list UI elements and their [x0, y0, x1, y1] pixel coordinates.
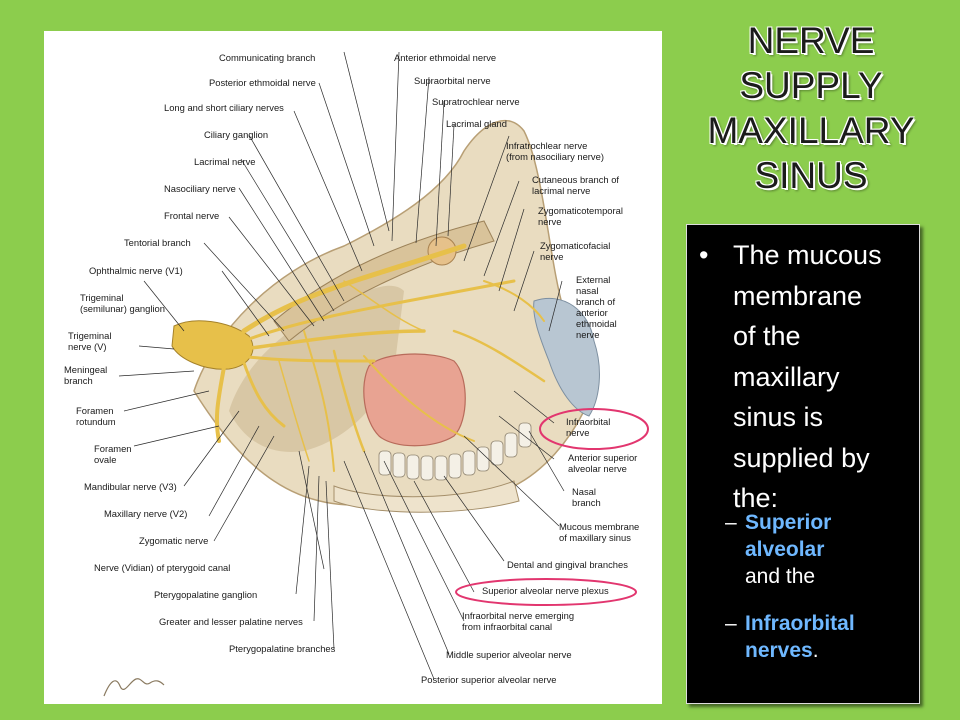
sub-item-superior-alveolar: – Superior alveolar and the — [725, 509, 917, 590]
label-anterior-superior: Anterior superior — [568, 452, 637, 463]
label-rotundum: rotundum — [76, 416, 116, 427]
leader-lines — [118, 51, 565, 680]
label-anterior: anterior — [576, 307, 608, 318]
label-nasal-2: Nasal — [572, 486, 596, 497]
labels-right: Infratrochlear nerve (from nasociliary n… — [421, 140, 639, 685]
label-trigeminal: Trigeminal — [80, 292, 123, 303]
label-mucous-membrane: Mucous membrane — [559, 521, 639, 532]
bullet-line: The mucous — [733, 240, 882, 270]
label-posterior-ethmoidal-nerve: Posterior ethmoidal nerve — [209, 77, 316, 88]
infraorbital-nerve-circle — [539, 408, 649, 450]
label-nerve-v: nerve (V) — [68, 341, 107, 352]
label-ciliary-nerves: Long and short ciliary nerves — [164, 102, 284, 113]
nerve-fibers — [214, 243, 546, 472]
label-from-infraorbital-canal: from infraorbital canal — [462, 621, 552, 632]
label-middle-superior-alveolar: Middle superior alveolar nerve — [446, 649, 572, 660]
sub-item-infraorbital: – Infraorbital nerves. — [725, 610, 917, 664]
highlight-line: Infraorbital — [745, 612, 855, 635]
skull-shading — [229, 285, 404, 452]
bullet-line: supplied by — [733, 442, 870, 473]
label-of-maxillary-sinus: of maxillary sinus — [559, 532, 631, 543]
label-nerve-ext: nerve — [576, 329, 599, 340]
label-cutaneous-branch: Cutaneous branch of — [532, 174, 619, 185]
label-infraorbital-emerging: Infraorbital nerve emerging — [462, 610, 574, 621]
artist-signature — [103, 678, 165, 697]
slide-title: NERVE SUPPLY MAXILLARY SINUS — [680, 18, 942, 198]
label-nasociliary-nerve: Nasociliary nerve — [164, 183, 236, 194]
label-frontal-nerve: Frontal nerve — [164, 210, 219, 221]
label-maxillary-nerve: Maxillary nerve (V2) — [104, 508, 187, 519]
bullet-line: maxillary — [733, 361, 840, 392]
main-bullet: • The mucous membrane of the maxillary s… — [699, 235, 914, 519]
label-palatine-nerves: Greater and lesser palatine nerves — [159, 616, 303, 627]
highlight-line: nerves — [745, 639, 813, 662]
superior-alveolar-plexus-circle — [455, 578, 637, 606]
label-branch-2: branch — [572, 497, 601, 508]
label-nasal: nasal — [576, 285, 598, 296]
label-trigeminal-2: Trigeminal — [68, 330, 111, 341]
label-zygomatic-nerve: Zygomatic nerve — [139, 535, 208, 546]
label-ciliary-ganglion: Ciliary ganglion — [204, 129, 268, 140]
label-anterior-ethmoidal-nerve: Anterior ethmoidal nerve — [394, 52, 496, 63]
label-branch: branch — [64, 375, 93, 386]
label-pterygopalatine-ganglion: Pterygopalatine ganglion — [154, 589, 257, 600]
label-superior-alveolar-plexus: Superior alveolar nerve plexus — [482, 585, 609, 596]
label-lacrimal-nerve: Lacrimal nerve — [194, 156, 255, 167]
label-ethmoidal: ethmoidal — [576, 318, 617, 329]
bullet-line: sinus is — [733, 402, 824, 432]
label-zygomaticotemporal: Zygomaticotemporal — [538, 205, 623, 216]
label-branch-of: branch of — [576, 296, 615, 307]
label-lacrimal-gland: Lacrimal gland — [446, 118, 507, 129]
title-line: SUPPLY — [739, 65, 883, 106]
label-semilunar-ganglion: (semilunar) ganglion — [80, 303, 165, 314]
label-nerve-zt: nerve — [538, 216, 561, 227]
label-supratrochlear-nerve: Supratrochlear nerve — [432, 96, 520, 107]
maxillary-nerve-illustration: Communicating branch Posterior ethmoidal… — [64, 51, 649, 697]
label-from-nasociliary: (from nasociliary nerve) — [506, 151, 604, 162]
label-ophthalmic-nerve: Ophthalmic nerve (V1) — [89, 265, 183, 276]
label-alveolar-nerve: alveolar nerve — [568, 463, 627, 474]
label-zygomaticofacial: Zygomaticofacial — [540, 240, 610, 251]
label-nerve-io: nerve — [566, 427, 589, 438]
bullet-dot: • — [699, 240, 709, 270]
title-line: MAXILLARY — [707, 110, 915, 151]
label-foramen-1: Foramen — [76, 405, 114, 416]
label-infratrochlear-nerve: Infratrochlear nerve — [506, 140, 587, 151]
anatomy-figure-panel: Communicating branch Posterior ethmoidal… — [44, 31, 662, 704]
label-supraorbital-nerve: Supraorbital nerve — [414, 75, 491, 86]
labels-left: Communicating branch Posterior ethmoidal… — [64, 52, 336, 654]
label-ovale: ovale — [94, 454, 116, 465]
sub-item-suffix: . — [812, 639, 819, 662]
labels-top-right: Anterior ethmoidal nerve Supraorbital ne… — [394, 52, 520, 129]
label-external: External — [576, 274, 610, 285]
label-vidian-nerve: Nerve (Vidian) of pterygoid canal — [94, 562, 230, 573]
label-lacrimal-nerve-2: lacrimal nerve — [532, 185, 590, 196]
label-mandibular-nerve: Mandibular nerve (V3) — [84, 481, 177, 492]
title-line: SINUS — [754, 155, 868, 196]
sub-item-suffix: and the — [745, 565, 816, 588]
highlight-line: alveolar — [745, 538, 825, 561]
label-tentorial-branch: Tentorial branch — [124, 237, 191, 248]
maxillary-sinus-membrane — [363, 353, 466, 447]
text-panel: • The mucous membrane of the maxillary s… — [686, 224, 920, 704]
label-communicating-branch: Communicating branch — [219, 52, 315, 63]
label-posterior-superior-alveolar: Posterior superior alveolar nerve — [421, 674, 556, 685]
label-foramen-2: Foramen — [94, 443, 132, 454]
label-pterygopalatine-branches: Pterygopalatine branches — [229, 643, 336, 654]
label-meningeal: Meningeal — [64, 364, 107, 375]
bullet-line: membrane — [733, 280, 863, 311]
bullet-line: the: — [733, 483, 779, 513]
dash-marker: – — [725, 511, 737, 534]
label-dental-gingival: Dental and gingival branches — [507, 559, 628, 570]
bullet-line: of the — [733, 321, 801, 351]
title-line: NERVE — [747, 20, 875, 61]
label-nerve-zf: nerve — [540, 251, 563, 262]
highlight-line: Superior — [745, 511, 832, 534]
palate — [333, 480, 520, 513]
label-infraorbital: Infraorbital — [566, 416, 610, 427]
dash-marker: – — [725, 612, 737, 635]
